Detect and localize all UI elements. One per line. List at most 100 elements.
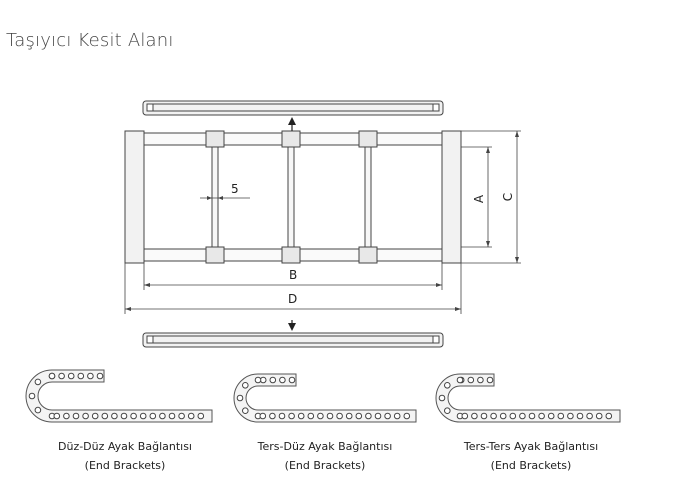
right-side-plate [441, 130, 462, 264]
down-arrow-icon [288, 320, 296, 331]
chain-link [490, 412, 497, 420]
chain-link [595, 412, 603, 420]
chain-caption: Düz-Düz Ayak Bağlantısı (End Brackets) [45, 437, 205, 475]
chain-link [34, 378, 42, 386]
chain-link [130, 412, 137, 420]
chain-link [467, 376, 475, 384]
chain-link [28, 392, 36, 400]
chain-link [317, 412, 324, 420]
chain-link [438, 394, 446, 402]
chain-link [187, 412, 195, 420]
chain-link [278, 412, 286, 420]
chain-link [82, 412, 89, 420]
chain-link [288, 376, 296, 384]
chain-link [509, 412, 517, 420]
divider-block [358, 130, 378, 148]
chain-link [336, 412, 343, 420]
chain-link [355, 412, 363, 420]
chain-link [120, 412, 128, 420]
bottom-cover-strip [142, 332, 444, 348]
chain-link [53, 412, 61, 420]
chain-straight-straight [25, 369, 213, 423]
chain-link [480, 412, 488, 420]
divider-block [205, 130, 225, 148]
chain-link [242, 407, 249, 415]
dimension-label-d: D [288, 292, 297, 306]
chain-link [345, 412, 353, 420]
chain-link [87, 372, 94, 380]
chain-caption-title: Ters-Düz Ayak Bağlantısı [257, 440, 393, 453]
chain-link [168, 412, 176, 420]
page-title: Taşıyıcı Kesit Alanı [6, 30, 174, 51]
chain-reverse-straight [233, 373, 417, 423]
up-arrow-icon [288, 117, 296, 131]
chain-caption: Ters-Düz Ayak Bağlantısı (End Brackets) [245, 437, 405, 475]
chain-caption-subtitle: (End Brackets) [284, 459, 366, 472]
chain-link [101, 412, 109, 420]
chain-link [605, 412, 613, 420]
chain-link [178, 412, 185, 420]
chain-link [254, 376, 262, 384]
chain-link [236, 394, 244, 402]
chain-link [58, 372, 65, 380]
chain-caption-title: Ters-Ters Ayak Bağlantısı [463, 440, 599, 453]
chain-link [519, 412, 526, 420]
dimension-label-5: 5 [231, 182, 239, 196]
chain-link [72, 412, 80, 420]
dimension-label-c: C [501, 193, 515, 201]
chain-link [471, 412, 478, 420]
chain-link [547, 412, 555, 420]
chain-caption-subtitle: (End Brackets) [490, 459, 572, 472]
chain-caption-subtitle: (End Brackets) [84, 459, 166, 472]
divider-block [358, 246, 378, 264]
chain-link [557, 412, 565, 420]
chain-caption: Ters-Ters Ayak Bağlantısı (End Brackets) [450, 437, 612, 475]
chain-link [444, 407, 451, 415]
divider-bar [364, 146, 372, 248]
chain-link [269, 376, 277, 384]
left-side-plate [124, 130, 145, 264]
chain-link [456, 376, 464, 384]
divider-bar [211, 146, 219, 248]
chain-link [444, 382, 451, 389]
chain-link [111, 412, 118, 420]
chain-link [288, 412, 295, 420]
chain-link [576, 412, 584, 420]
chain-link [77, 372, 85, 380]
chain-link [149, 412, 157, 420]
chain-link [139, 412, 147, 420]
chain-link [403, 412, 411, 420]
chain-link [307, 412, 315, 420]
chain-link [48, 372, 56, 380]
chain-link [365, 412, 372, 420]
chain-reverse-reverse [435, 373, 621, 423]
chain-link [528, 412, 536, 420]
chain-link [384, 412, 391, 420]
chain-caption-title: Düz-Düz Ayak Bağlantısı [58, 440, 192, 453]
chain-link [538, 412, 545, 420]
chain-link [91, 412, 99, 420]
divider-block [281, 130, 301, 148]
chain-link [96, 372, 104, 380]
chain-link [393, 412, 401, 420]
chain-link [279, 376, 286, 384]
chain-link [259, 412, 267, 420]
chain-link [297, 412, 305, 420]
dimension-label-b: B [289, 268, 297, 282]
chain-link [159, 412, 166, 420]
chain-link [486, 376, 494, 384]
top-cover-strip [142, 100, 444, 116]
chain-link [197, 412, 205, 420]
chain-link [477, 376, 484, 384]
chain-link [567, 412, 574, 420]
divider-block [281, 246, 301, 264]
chain-link [242, 382, 249, 389]
chain-link [499, 412, 507, 420]
divider-bar [287, 146, 295, 248]
divider-block [205, 246, 225, 264]
chain-link [586, 412, 593, 420]
chain-link [269, 412, 276, 420]
dimension-label-a: A [472, 194, 486, 203]
chain-link [461, 412, 469, 420]
